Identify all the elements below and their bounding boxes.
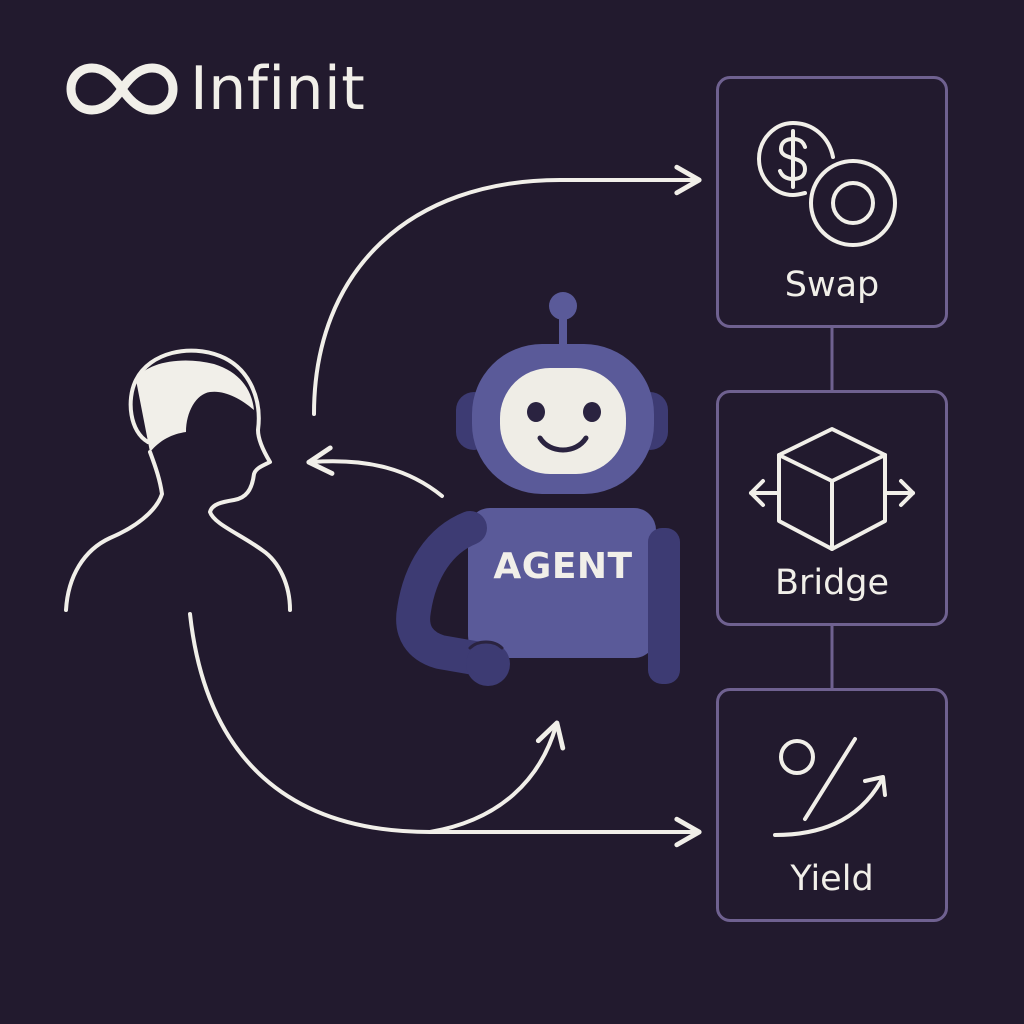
yield-card[interactable]: Yield [716, 688, 948, 922]
bridge-label: Bridge [774, 563, 890, 603]
arrow-user-to-yield [188, 612, 702, 848]
agent-label: AGENT [493, 546, 633, 587]
infinity-icon [66, 63, 178, 115]
coins-swap-icon [757, 121, 897, 247]
swap-card[interactable]: Swap [716, 76, 948, 328]
person-icon [64, 348, 292, 612]
arrow-agent-to-user [306, 445, 444, 498]
swap-label: Swap [784, 265, 880, 305]
percent-yield-icon [773, 737, 887, 837]
bridge-card[interactable]: Bridge [716, 390, 948, 626]
yield-label: Yield [790, 859, 874, 899]
robot-icon [396, 292, 680, 686]
arrow-user-to-swap [312, 164, 702, 416]
arrow-user-to-agent [428, 720, 566, 834]
cube-bridge-icon [749, 427, 915, 551]
brand-logo: Infinit [66, 52, 365, 126]
brand-name: Infinit [190, 54, 366, 124]
